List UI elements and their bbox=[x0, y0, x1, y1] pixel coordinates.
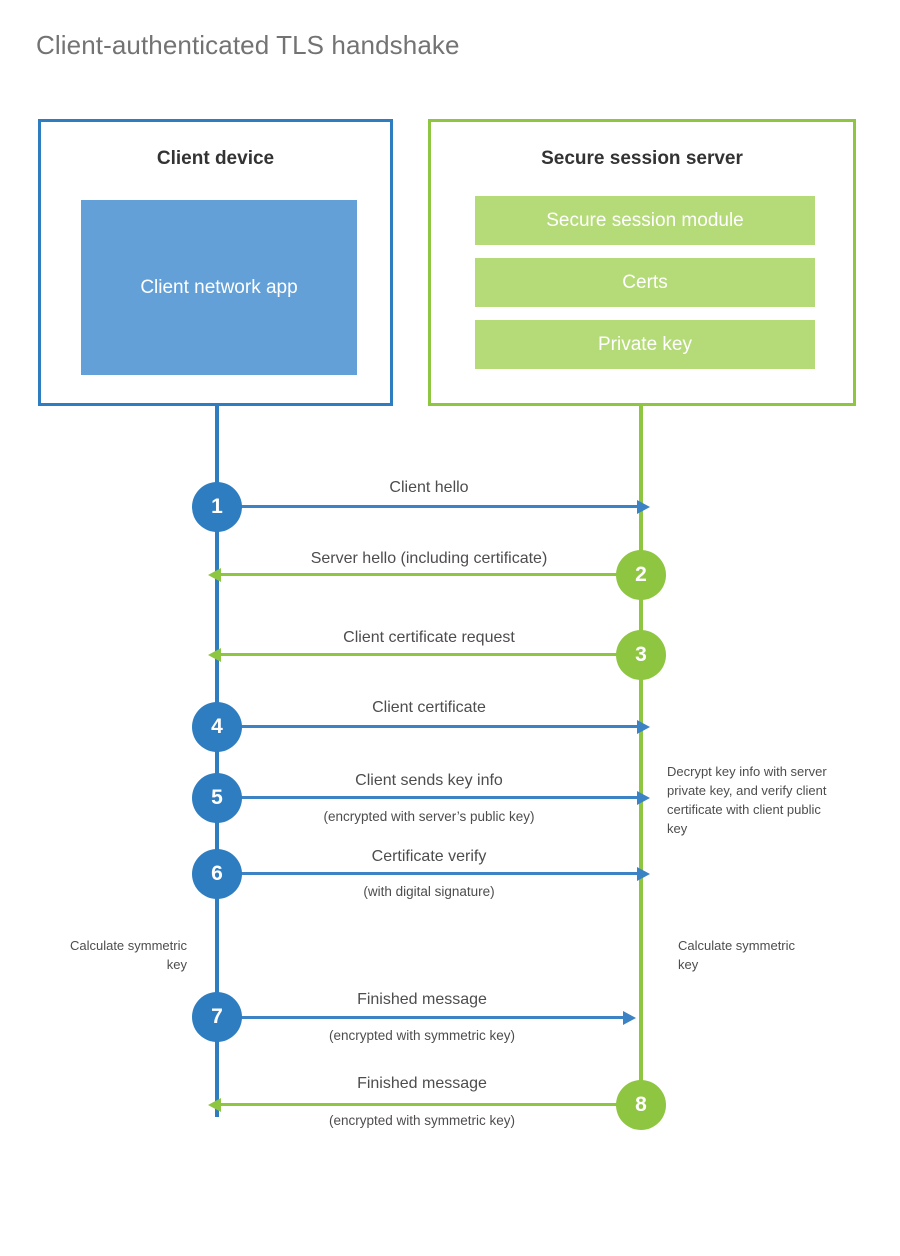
step-7-label: Finished message bbox=[357, 991, 487, 1008]
step-2-label: Server hello (including certificate) bbox=[310, 550, 548, 567]
step-6-label: Certificate verify bbox=[371, 848, 487, 865]
arrowhead-right-icon bbox=[637, 719, 650, 734]
step-8-label: Finished message bbox=[357, 1075, 487, 1092]
step-8-arrow bbox=[208, 1097, 621, 1112]
step-6-sublabel: (with digital signature) bbox=[363, 884, 495, 899]
server-component-certs: Certs bbox=[475, 258, 815, 307]
step-6-arrow bbox=[217, 866, 650, 881]
step-2-arrow bbox=[208, 567, 641, 582]
step-4-marker: 4 bbox=[192, 702, 242, 752]
step-2-marker: 2 bbox=[616, 550, 666, 600]
server-component-private-key: Private key bbox=[475, 320, 815, 369]
step-6-marker: 6 bbox=[192, 849, 242, 899]
client-lifeline bbox=[215, 405, 219, 1117]
arrowhead-right-icon bbox=[637, 866, 650, 881]
step-8-sublabel: (encrypted with symmetric key) bbox=[328, 1113, 516, 1128]
step-3-label: Client certificate request bbox=[343, 629, 515, 646]
server-component-secure-session-module: Secure session module bbox=[475, 196, 815, 245]
secure-session-server-box: Secure session server Secure session mod… bbox=[428, 119, 856, 406]
step-1-marker: 1 bbox=[192, 482, 242, 532]
step-8-marker: 8 bbox=[616, 1080, 666, 1130]
step-5-sublabel: (encrypted with server’s public key) bbox=[323, 809, 535, 824]
client-device-title: Client device bbox=[156, 148, 275, 169]
step-3-arrow bbox=[208, 647, 641, 662]
step-3-marker: 3 bbox=[616, 630, 666, 680]
client-network-app-block: Client network app bbox=[81, 200, 357, 375]
secure-session-server-title: Secure session server bbox=[541, 148, 743, 169]
client-device-box: Client device Client network app bbox=[38, 119, 393, 406]
arrowhead-right-icon bbox=[623, 1010, 636, 1025]
server-lifeline bbox=[639, 405, 643, 1105]
server-component-list: Secure session module Certs Private key bbox=[475, 196, 815, 382]
step-5-marker: 5 bbox=[192, 773, 242, 823]
arrowhead-right-icon bbox=[637, 499, 650, 514]
step-7-sublabel: (encrypted with symmetric key) bbox=[328, 1028, 516, 1043]
step-1-label: Client hello bbox=[389, 479, 469, 496]
arrowhead-left-icon bbox=[208, 567, 221, 582]
arrowhead-left-icon bbox=[208, 647, 221, 662]
server-decrypt-note: Decrypt key info with server private key… bbox=[667, 764, 827, 836]
server-calculate-symmetric-key-note: Calculate symmetric key bbox=[678, 938, 796, 972]
client-calculate-symmetric-key-note: Calculate symmetric key bbox=[69, 938, 187, 972]
step-7-arrow bbox=[217, 1010, 636, 1025]
step-5-label: Client sends key info bbox=[355, 772, 503, 789]
step-4-label: Client certificate bbox=[372, 699, 486, 716]
step-5-arrow bbox=[217, 790, 650, 805]
arrowhead-left-icon bbox=[208, 1097, 221, 1112]
page-title: Client-authenticated TLS handshake bbox=[36, 30, 460, 60]
step-4-arrow bbox=[217, 719, 650, 734]
step-7-marker: 7 bbox=[192, 992, 242, 1042]
step-1-arrow bbox=[217, 499, 650, 514]
arrowhead-right-icon bbox=[637, 790, 650, 805]
